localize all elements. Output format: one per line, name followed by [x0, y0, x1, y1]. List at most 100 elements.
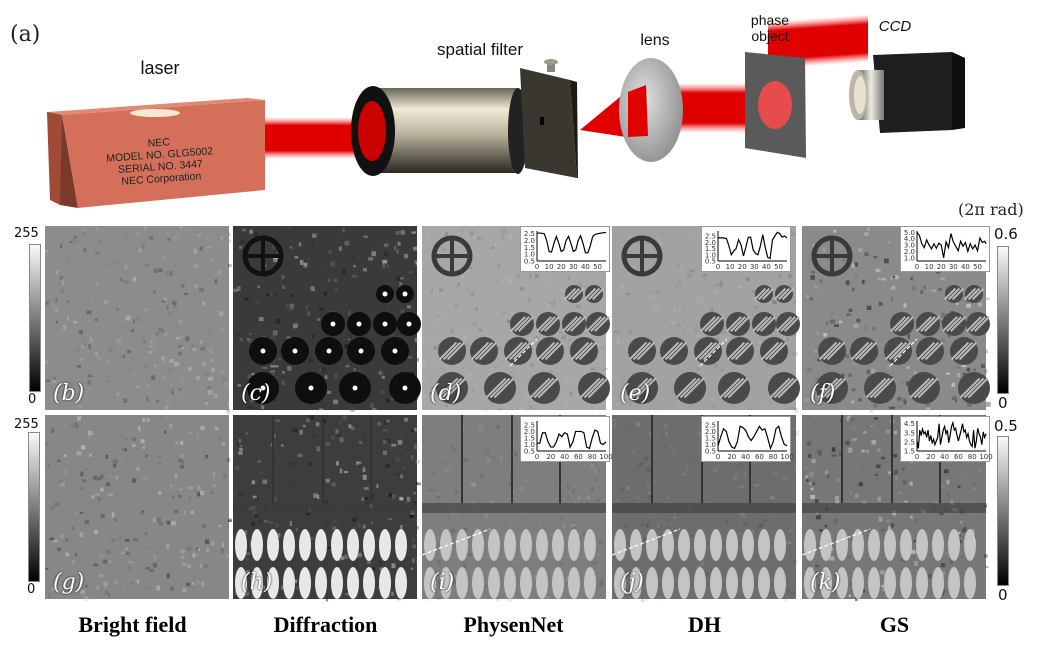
panel-label-d: (d) [430, 381, 462, 406]
colorbar-right-bottom [997, 436, 1009, 586]
profile-series-line-i [537, 429, 607, 450]
colorbar-right-top [997, 246, 1009, 394]
profile-series-line-j [717, 425, 788, 451]
result-panel-h: (h) [233, 415, 422, 602]
inset-y-tick-label: 1.0 [705, 251, 716, 259]
inset-x-tick-label: 80 [588, 453, 597, 461]
inset-x-tick-label: 50 [593, 263, 602, 271]
profile-line-d [509, 338, 538, 367]
inset-y-tick-label: 0.5 [524, 258, 535, 266]
inset-y-tick-label: 0.5 [705, 448, 716, 456]
inset-y-tick-label: 1.5 [524, 434, 535, 442]
colorbar-right-top-min: 0 [998, 394, 1008, 412]
colorbar-left-top-max: 255 [14, 226, 39, 241]
panel-label-c: (c) [241, 381, 271, 406]
phase-object-label-line2: object [751, 28, 789, 44]
inset-x-tick-label: 80 [968, 453, 977, 461]
panel-image-f [804, 227, 991, 413]
inset-x-tick-label: 30 [569, 263, 578, 271]
inset-x-tick-label: 100 [780, 453, 793, 461]
inset-x-tick-label: 30 [949, 263, 958, 271]
panel-label-i: (i) [430, 570, 455, 595]
inset-x-tick-label: 20 [937, 263, 946, 271]
inset-x-tick-label: 60 [574, 453, 583, 461]
inset-x-tick-label: 40 [762, 263, 771, 271]
panel-label-h: (h) [241, 570, 273, 595]
inset-y-tick-label: 2.0 [524, 237, 535, 245]
inset-x-tick-label: 80 [769, 453, 778, 461]
colorbar-right-top-max: 0.6 [994, 225, 1018, 243]
laser-plate-line-1: NEC [147, 136, 170, 150]
laser-device [47, 98, 265, 208]
inset-x-tick-label: 20 [557, 263, 566, 271]
panel-label-j: (j) [620, 570, 644, 595]
inset-y-tick-label: 2.5 [524, 421, 535, 429]
inset-y-tick-label: 4.5 [904, 420, 915, 428]
inset-x-tick-label: 40 [940, 453, 949, 461]
inset-x-tick-label: 0 [716, 263, 720, 271]
result-panel-g: (g) [45, 415, 233, 602]
profile-line-j [611, 528, 681, 556]
object-to-ccd-beam [768, 14, 868, 70]
inset-y-tick-label: 2.5 [904, 438, 915, 446]
inset-x-tick-label: 40 [961, 263, 970, 271]
inset-y-tick-label: 2.5 [524, 230, 535, 238]
column-title-gs: GS [879, 612, 910, 637]
ccd-camera-device [849, 52, 965, 133]
panel-label-k: (k) [810, 570, 841, 595]
inset-y-tick-label: 5.0 [904, 229, 915, 237]
profile-series-line-k [916, 420, 987, 449]
inset-x-tick-label: 100 [599, 453, 612, 461]
panel-image-c [233, 226, 421, 412]
inset-y-tick-label: 2.0 [524, 428, 535, 436]
profile-line-k [801, 528, 871, 556]
inset-y-tick-label: 3.5 [904, 429, 915, 437]
inset-x-tick-label: 40 [741, 453, 750, 461]
inset-y-tick-label: 1.0 [524, 251, 535, 259]
laser-label: laser [140, 58, 180, 78]
laser-plate-line-4: NEC Corporation [121, 170, 202, 188]
inset-x-tick-label: 10 [545, 263, 554, 271]
inset-x-tick-label: 50 [973, 263, 982, 271]
inset-y-tick-label: 1.5 [705, 434, 716, 442]
panel-label-e: (e) [620, 381, 651, 406]
column-title-bright-field: Bright field [78, 612, 187, 637]
column-title-physennet: PhysenNet [463, 612, 564, 637]
phase-object-label: phase object [735, 12, 805, 44]
phase-object-device [745, 52, 806, 158]
inset-y-tick-label: 2.5 [705, 421, 716, 429]
inset-y-tick-label: 0.5 [524, 448, 535, 456]
inset-x-tick-label: 60 [755, 453, 764, 461]
inset-x-tick-label: 20 [546, 453, 555, 461]
inset-x-tick-label: 0 [535, 453, 539, 461]
inset-x-tick-label: 30 [750, 263, 759, 271]
inset-x-tick-label: 40 [560, 453, 569, 461]
inset-y-tick-label: 4.0 [904, 235, 915, 243]
profile-series-line-f [916, 231, 987, 258]
panel-label-b: (b) [53, 381, 85, 406]
inset-y-tick-label: 1.0 [524, 441, 535, 449]
result-panel-b: (b) [45, 226, 232, 414]
panel-image-h [233, 415, 422, 602]
panel-image-d [422, 226, 610, 412]
inset-x-tick-label: 20 [738, 263, 747, 271]
profile-series-line-d [537, 231, 607, 254]
panel-image-k [801, 415, 990, 602]
lens-label: lens [640, 32, 670, 49]
spatial-filter-device [351, 59, 578, 178]
panel-label-g: (g) [53, 570, 85, 595]
inset-y-tick-label: 1.5 [904, 448, 915, 456]
result-panel-c: (c) [233, 226, 421, 412]
panel-image-g [45, 416, 233, 602]
colorbar-right-bottom-max: 0.5 [994, 417, 1018, 435]
inset-y-tick-label: 2.0 [904, 248, 915, 256]
panel-image-e [612, 228, 800, 413]
profile-line-e [699, 338, 728, 367]
inset-x-tick-label: 0 [915, 453, 919, 461]
ccd-label: CCD [878, 18, 912, 35]
inset-x-tick-label: 10 [925, 263, 934, 271]
inset-x-tick-label: 60 [954, 453, 963, 461]
